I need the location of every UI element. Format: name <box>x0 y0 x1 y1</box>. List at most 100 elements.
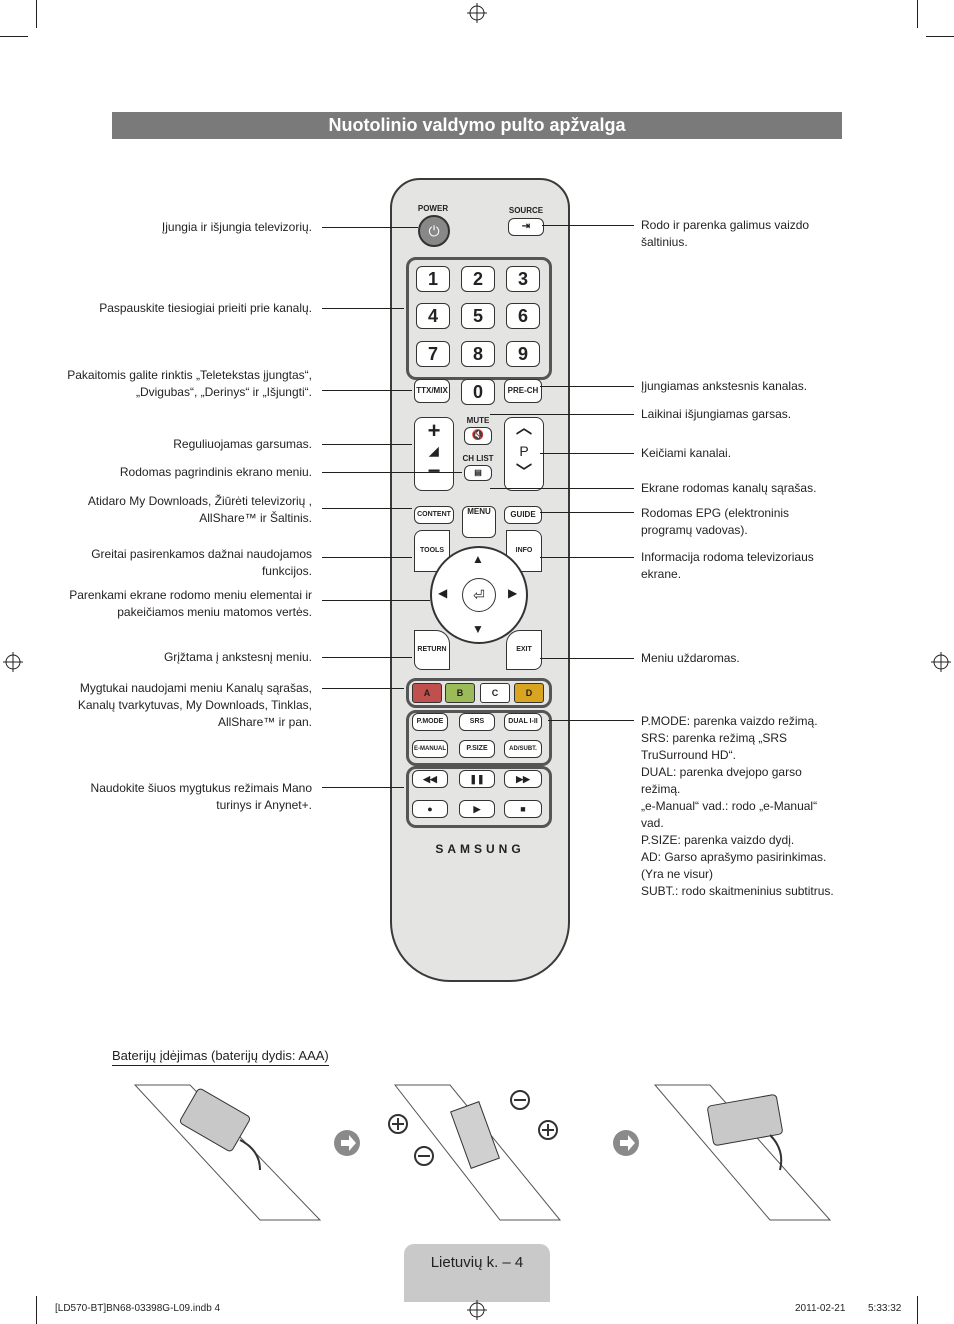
separator: ir <box>251 798 265 812</box>
allshare-term: AllShare™ <box>199 511 257 525</box>
arrow-right-icon <box>334 1130 360 1156</box>
menu-description: Rodomas pagrindinis ekrano meniu. <box>119 465 312 479</box>
leader-line <box>540 386 634 387</box>
pmode-term: P.MODE <box>641 714 687 728</box>
source-description: Rodo ir parenka galimus vaizdo šaltinius… <box>641 218 810 249</box>
emanual-term: „e-Manual“ vad. <box>641 799 726 813</box>
psize-item: P.SIZE: parenka vaizdo dydį. <box>641 832 841 849</box>
file-name: [LD570-BT]BN68-03398G-L09.indb 4 <box>55 1303 221 1314</box>
source-term: Šaltinis <box>269 511 309 525</box>
separator: , <box>305 494 312 508</box>
leader-line <box>322 600 430 601</box>
color-button-b: B <box>445 683 475 703</box>
psize-button: P.SIZE <box>459 740 495 758</box>
leader-line <box>540 453 634 454</box>
tools-description: Greitai pasirenkamos dažnai naudojamos f… <box>91 547 312 578</box>
exit-description: Meniu uždaromas. <box>641 651 740 665</box>
pause-icon: ❚❚ <box>459 770 495 788</box>
media-prefix: Naudokite šiuos mygtukus režimais <box>90 781 282 795</box>
dual-text: : parenka dvejopo garso režimą. <box>641 765 802 796</box>
number-key: 5 <box>461 303 495 329</box>
pmode-item: P.MODE: parenka vaizdo režimą. <box>641 713 841 730</box>
media-buttons-group <box>406 766 552 828</box>
emanual-item: „e-Manual“ vad.: rodo „e-Manual“ vad. <box>641 798 841 832</box>
volume-description: Reguliuojamas garsumas. <box>173 437 312 451</box>
page-number-tab <box>404 1244 550 1302</box>
battery-step-3-illustration <box>653 1084 832 1221</box>
leader-line <box>322 787 404 788</box>
separator: , <box>179 698 186 712</box>
plus-icon: + <box>427 418 441 443</box>
function-buttons-group <box>406 710 552 766</box>
navigation-pad: ▲ ▼ ◀ ▶ ⏎ <box>430 546 528 644</box>
channel-p-label: P <box>519 443 529 459</box>
crop-mark <box>0 36 28 37</box>
ad-text: : Garso aprašymo pasirinkimas. (Yra ne v… <box>641 850 827 881</box>
source-button: ⇥ <box>508 218 544 236</box>
leader-line <box>540 557 634 558</box>
power-label: POWER <box>417 204 449 213</box>
period: . <box>308 511 312 525</box>
leader-line <box>322 444 412 445</box>
channel-rocker: ︿ P ﹀ <box>504 417 544 491</box>
leader-line <box>322 390 412 391</box>
my-downloads-term: My Downloads <box>129 494 208 508</box>
content-description: Atidaro My Downloads, Žiūrėti televizori… <box>62 493 312 527</box>
source-label: SOURCE <box>508 206 544 215</box>
channel-list-term: Kanalų sąrašas <box>225 681 309 695</box>
chlist-label: CH LIST <box>462 454 494 463</box>
navigation-description: Parenkami ekrane rodomo meniu elementai … <box>69 588 312 619</box>
network-term: Tinklas <box>271 698 309 712</box>
play-icon: ▶ <box>459 800 495 818</box>
mute-label: MUTE <box>466 416 490 425</box>
emanual-text: : rodo „e-Manual“ vad. <box>641 799 818 830</box>
stop-icon: ■ <box>504 800 542 818</box>
my-content-term: Mano turinys <box>216 781 312 812</box>
return-label: RETURN <box>417 646 447 653</box>
pmode-text: : parenka vaizdo režimą. <box>686 714 818 728</box>
enter-icon: ⏎ <box>462 578 496 612</box>
teletext-description: Pakaitomis galite rinktis „Teletekstas į… <box>67 368 312 399</box>
channel-manager-term: Kanalų tvarkytuvas <box>77 698 180 712</box>
separator: , <box>308 681 312 695</box>
crop-mark <box>926 36 954 37</box>
prech-description: Įjungiamas ankstesnis kanalas. <box>641 379 808 393</box>
srs-button: SRS <box>459 713 495 731</box>
function-buttons-description: P.MODE: parenka vaizdo režimą. SRS: pare… <box>641 713 841 900</box>
pmode-button: P.MODE <box>412 713 448 731</box>
leader-line <box>322 557 412 558</box>
number-key: 0 <box>461 379 495 405</box>
media-buttons-description: Naudokite šiuos mygtukus režimais Mano t… <box>62 780 312 814</box>
ad-term: AD <box>641 850 658 864</box>
srs-text: : parenka režimą „SRS TruSurround HD“. <box>641 731 788 762</box>
color-button-d: D <box>514 683 544 703</box>
info-label: INFO <box>515 547 533 554</box>
period: . <box>308 798 312 812</box>
dual-item: DUAL: parenka dvejopo garso režimą. <box>641 764 841 798</box>
battery-step-2-illustration <box>388 1084 562 1221</box>
registration-mark-icon <box>931 652 951 672</box>
suffix: ir pan. <box>275 715 312 729</box>
leader-line <box>548 720 634 721</box>
leader-line <box>322 508 412 509</box>
chevron-up-icon: ︿ <box>515 420 532 437</box>
volume-icon: ◢ <box>429 444 439 458</box>
guide-button: GUIDE <box>504 506 542 524</box>
dual-button: DUAL I-II <box>504 713 542 731</box>
color-prefix: Mygtukai naudojami meniu <box>79 681 226 695</box>
separator: , <box>207 494 215 508</box>
content-prefix: Atidaro <box>87 494 130 508</box>
leader-line <box>540 658 634 659</box>
subt-text: : rodo skaitmeninius subtitrus. <box>675 884 834 898</box>
leader-line <box>540 512 634 513</box>
number-key: 8 <box>461 341 495 367</box>
leader-line <box>322 308 404 309</box>
arrow-right-icon <box>613 1130 639 1156</box>
number-key: 6 <box>506 303 540 329</box>
leader-line <box>490 414 634 415</box>
number-key: 3 <box>506 266 540 292</box>
battery-section-title: Baterijų įdėjimas (baterijų dydis: AAA) <box>112 1048 329 1066</box>
crop-mark <box>917 0 918 28</box>
registration-mark-icon <box>467 1300 487 1320</box>
leader-line <box>490 488 634 489</box>
